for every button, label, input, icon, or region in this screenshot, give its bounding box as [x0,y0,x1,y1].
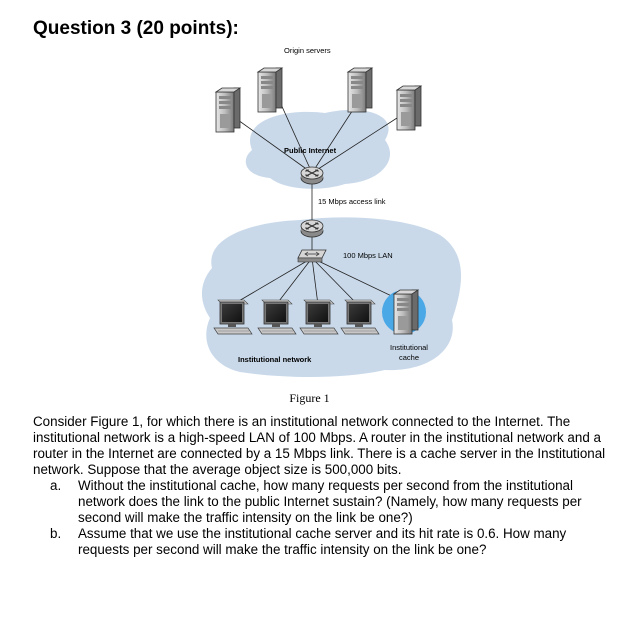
institutional-cache-label: cache [399,353,419,362]
institutional-cache-server-icon [393,289,419,335]
sub-question-b: b. Assume that we use the institutional … [50,526,611,558]
institutional-router-icon [300,219,324,238]
institutional-network-cloud [201,217,462,377]
list-marker: a. [50,478,62,493]
access-link-label: 15 Mbps access link [318,197,386,206]
figure-caption: Figure 1 [289,391,330,405]
origin-servers-label: Origin servers [284,46,331,55]
institutional-network-label: Institutional network [238,355,312,364]
lan-switch-icon [297,249,327,263]
origin-server-icon [215,87,241,133]
network-figure: Origin servers Public Internet 15 Mbps a… [201,46,462,377]
question-title: Question 3 (20 points): [33,18,239,39]
question-intro: Consider Figure 1, for which there is an… [33,414,606,477]
origin-server-icon [347,67,373,113]
lan-label: 100 Mbps LAN [343,251,393,260]
internet-router-icon [300,166,324,185]
list-marker: b. [50,526,62,541]
sub-question-a: a. Without the institutional cache, how … [50,478,611,526]
origin-server-icon [257,67,283,113]
public-internet-label: Public Internet [284,146,337,155]
sub-question-text: Assume that we use the institutional cac… [78,526,567,557]
origin-server-icon [396,85,422,131]
sub-question-text: Without the institutional cache, how man… [78,478,582,525]
institutional-cache-label: Institutional [390,343,428,352]
public-internet-cloud [245,109,391,189]
